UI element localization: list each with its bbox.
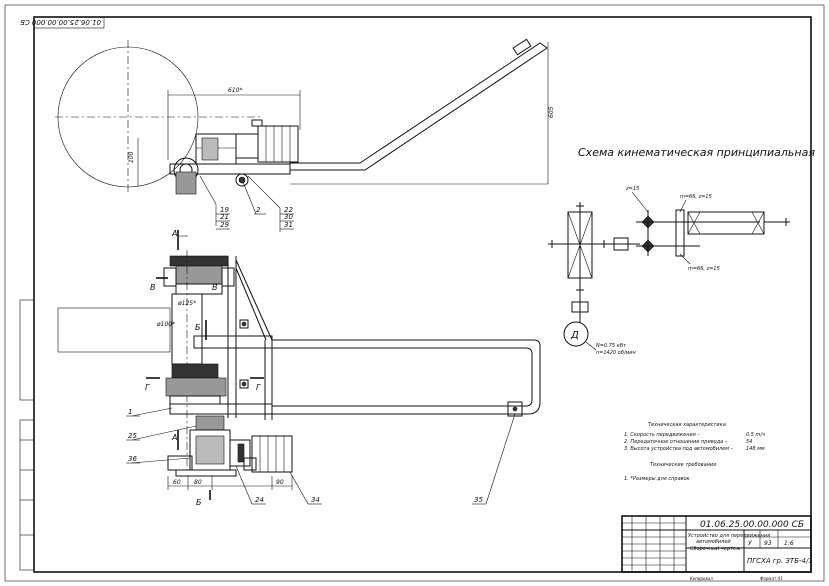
callout-21: 21: [220, 213, 229, 221]
motor-body: [257, 125, 299, 163]
kin-motor: Д: [570, 330, 579, 341]
req-item-1: 1. *Размеры для справок: [624, 476, 690, 482]
dim-60: 60: [173, 479, 181, 486]
callout-29: 29: [220, 221, 229, 229]
doc-code-box: [33, 16, 105, 29]
margin-box-2: [19, 419, 35, 571]
tire-ghost: [57, 307, 171, 353]
stamp-name-1: Устройство для передвижения: [688, 533, 770, 539]
tech-item-2-value: 54: [746, 439, 752, 445]
dim-610: 610*: [228, 87, 242, 94]
tech-item-2-label: 2. Передаточное отношение привода –: [624, 439, 728, 445]
dim-100b: ø100*: [156, 321, 175, 328]
stamp-name-3: Сборочный чертеж: [690, 546, 741, 552]
section-g-left: Г: [145, 383, 150, 392]
dim-605: 605: [548, 106, 555, 118]
side-view: 610* 100 605 19: [55, 38, 555, 232]
stamp-name-2: автомобилей: [696, 539, 731, 545]
stamp-mass: 93: [764, 540, 772, 547]
dim-100: 100: [128, 151, 135, 163]
kin-m66-bot: m=66, z=15: [688, 266, 720, 272]
dim-125: ø125*: [177, 300, 196, 307]
section-a-bottom: А: [171, 433, 177, 442]
inner-frame: [33, 16, 812, 573]
cross-member: [193, 335, 273, 349]
doc-code-rotated: 01.06.25.00.00.000 СБ: [20, 18, 101, 26]
section-v-right: В: [212, 283, 218, 292]
dim-90: 90: [276, 479, 284, 486]
req-title: Технические требования: [650, 462, 716, 468]
kin-m66-top: m=66, z=15: [680, 194, 712, 200]
kin-z15: z=15: [625, 186, 639, 192]
tech-title: Техническая характеристика: [648, 422, 726, 428]
callout-31: 31: [284, 221, 293, 229]
frame-beam: [169, 163, 291, 175]
callout-2: 2: [256, 206, 261, 214]
kin-roller: [687, 211, 765, 235]
tech-item-1-value: 0.5 m/ч: [746, 432, 765, 438]
callout-25: 25: [128, 432, 137, 440]
callout-36: 36: [128, 455, 137, 463]
dim-80: 80: [194, 479, 202, 486]
stamp-copied: Копировал: [690, 576, 713, 581]
callout-22: 22: [284, 206, 293, 214]
callout-19: 19: [220, 206, 229, 214]
kinematic-scheme: z=15 m=66, z=15 m=66, z=15 Д N=0.75 кВт …: [548, 186, 790, 356]
handle-bar: [289, 42, 548, 171]
margin-box-1: [19, 299, 35, 401]
tech-item-3-label: 3. Высота устройства под автомобилем –: [624, 446, 734, 452]
kin-motor-rpm: n=1420 об/мин: [596, 350, 637, 356]
title-block: 01.06.25.00.00.000 СБ Устройство для пер…: [621, 515, 813, 581]
section-b-top: Б: [195, 323, 201, 332]
stamp-format: Формат А1: [760, 576, 783, 581]
section-b-bottom: Б: [196, 498, 202, 507]
tech-item-1-label: 1. Скорость передвижения –: [624, 432, 700, 438]
outer-border: [4, 4, 825, 582]
stamp-scale: 1:6: [784, 540, 794, 547]
callout-35: 35: [474, 496, 483, 504]
motor-symbol: [563, 321, 589, 347]
tech-item-3-value: 148 мм: [746, 446, 765, 452]
motor-plan: [251, 435, 293, 473]
section-v-left: В: [150, 283, 156, 292]
callout-34: 34: [311, 496, 320, 504]
stamp-lit: У: [748, 540, 752, 547]
callout-24: 24: [255, 496, 264, 504]
technical-characteristics: Техническая характеристика 1. Скорость п…: [624, 422, 765, 482]
plan-view: А А В В Г Г Б Б ø125* ø100*: [57, 229, 541, 507]
stamp-org: ПГСХА гр. ЗТБ-4/1: [747, 557, 813, 565]
kinematic-title: Схема кинематическая принципиальная: [578, 146, 815, 159]
top-roller-shaft: [169, 255, 229, 267]
section-a-top: А: [171, 229, 177, 238]
stamp-designation: 01.06.25.00.00.000 СБ: [700, 520, 804, 530]
kin-motor-spec: N=0.75 кВт: [596, 343, 627, 349]
callout-30: 30: [284, 213, 293, 221]
section-g-right: Г: [256, 383, 261, 392]
callout-1: 1: [128, 408, 132, 416]
